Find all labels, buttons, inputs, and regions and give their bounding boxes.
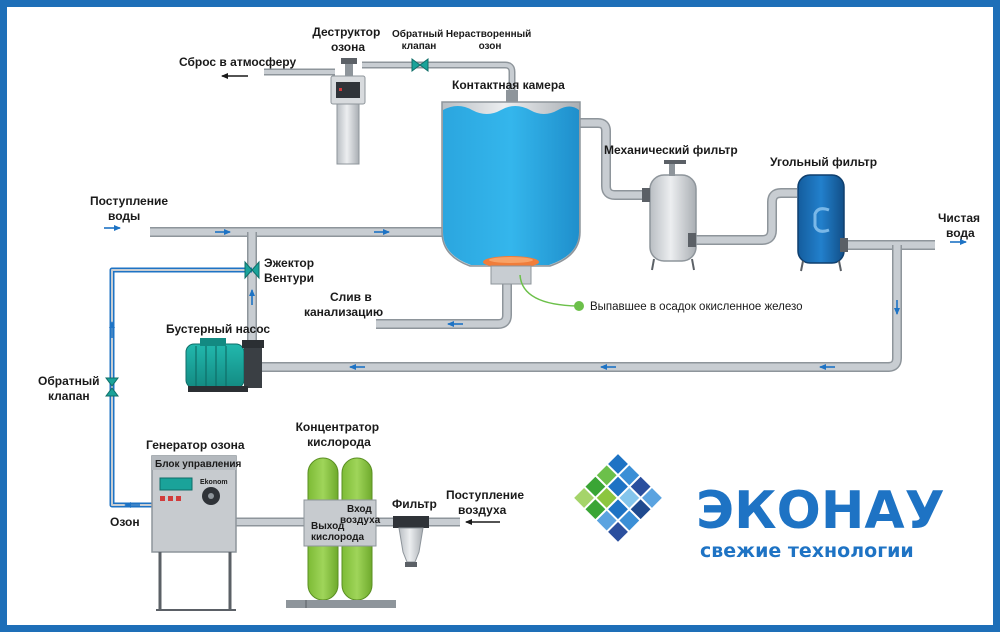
water-inlet-label: Поступление — [90, 194, 168, 208]
venturi-ejector-label: Эжектор — [264, 256, 314, 270]
water-inlet-label-2: воды — [108, 209, 140, 223]
ozone-generator-label: Генератор озона — [146, 438, 245, 452]
contact-chamber — [441, 90, 581, 285]
ozone-generator — [151, 455, 237, 611]
logo-name: ЭКОНАУ — [696, 481, 945, 541]
svg-text:Концентратор кислорода: Концентратор кислорода — [296, 420, 383, 449]
svg-text:Поступление воздуха: Поступление воздуха — [446, 488, 527, 517]
air-inlet-label-2: воздуха — [458, 503, 507, 517]
carbon-filter-label: Угольный фильтр — [770, 155, 877, 169]
mechanical-filter-label: Механический фильтр — [604, 143, 738, 157]
ozone-destructor-label-2: озона — [331, 40, 365, 54]
clean-water-label-2: вода — [946, 226, 975, 240]
undissolved-ozone-label-2: озон — [479, 41, 502, 52]
oxygen-out-label: Выход — [311, 521, 345, 532]
contact-chamber-label: Контактная камера — [452, 78, 565, 92]
ozone-destructor-label: Деструктор — [312, 25, 380, 39]
control-unit-label: Блок управления — [155, 459, 242, 470]
booster-pump-label: Бустерный насос — [166, 322, 270, 336]
air-filter-label: Фильтр — [392, 497, 437, 511]
carbon-filter — [797, 174, 848, 272]
air-filter — [393, 516, 429, 567]
svg-text:Выход кислорода: Выход кислорода — [311, 521, 364, 543]
check-valve-left — [105, 377, 119, 397]
ozone-destructor — [330, 58, 366, 165]
booster-pump — [185, 338, 264, 392]
sediment-note-label: Выпавшее в осадок окисленное железо — [590, 301, 803, 313]
svg-text:Обратный клапан: Обратный клапан — [38, 374, 103, 403]
air-inlet-label: Поступление — [446, 488, 524, 502]
check-valve-left-label-2: клапан — [48, 389, 90, 403]
svg-text:Нерастворенный озон: Нерастворенный озон — [446, 29, 534, 52]
mechanical-filter — [642, 160, 697, 271]
oxygen-concentrator-label: Концентратор — [296, 420, 379, 434]
clean-water-label: Чистая — [938, 211, 980, 225]
air-in-label-2: воздуха — [340, 515, 381, 526]
oxygen-concentrator — [286, 457, 396, 608]
ekonom-badge: Ekonom — [200, 479, 228, 486]
svg-text:Деструктор озона: Деструктор озона — [312, 25, 383, 54]
vent-to-atmosphere-label: Сброс в атмосферу — [179, 55, 296, 69]
svg-text:Эжектор Вентури: Эжектор Вентури — [264, 256, 317, 285]
air-in-label: Вход — [347, 504, 372, 515]
svg-text:Обратный клапан: Обратный клапан — [392, 28, 446, 52]
venturi-ejector-label-2: Вентури — [264, 271, 314, 285]
check-valve-left-label: Обратный — [38, 374, 100, 388]
svg-text:Поступление воды: Поступление воды — [90, 194, 171, 223]
drain-label: Слив в — [330, 290, 372, 304]
svg-text:Слив в канализацию: Слив в канализацию — [304, 290, 383, 319]
venturi-ejector — [244, 260, 260, 280]
ozone-out-label: Озон — [110, 515, 140, 529]
flow-arrows — [104, 225, 967, 508]
check-valve-top — [411, 58, 429, 72]
check-valve-top-label-2: клапан — [402, 41, 437, 52]
logo-tagline: свежие технологии — [700, 540, 914, 562]
svg-text:Чистая вода: Чистая вода — [938, 211, 983, 240]
check-valve-top-label: Обратный — [392, 28, 443, 40]
sediment-callout-line — [519, 274, 579, 307]
svg-text:Вход воздуха: Вход воздуха — [340, 504, 381, 526]
undissolved-ozone-label: Нерастворенный — [446, 29, 531, 40]
oxygen-concentrator-label-2: кислорода — [307, 435, 371, 449]
drain-label-2: канализацию — [304, 305, 383, 319]
sediment-callout-dot — [574, 301, 584, 311]
oxygen-out-label-2: кислорода — [311, 532, 364, 543]
